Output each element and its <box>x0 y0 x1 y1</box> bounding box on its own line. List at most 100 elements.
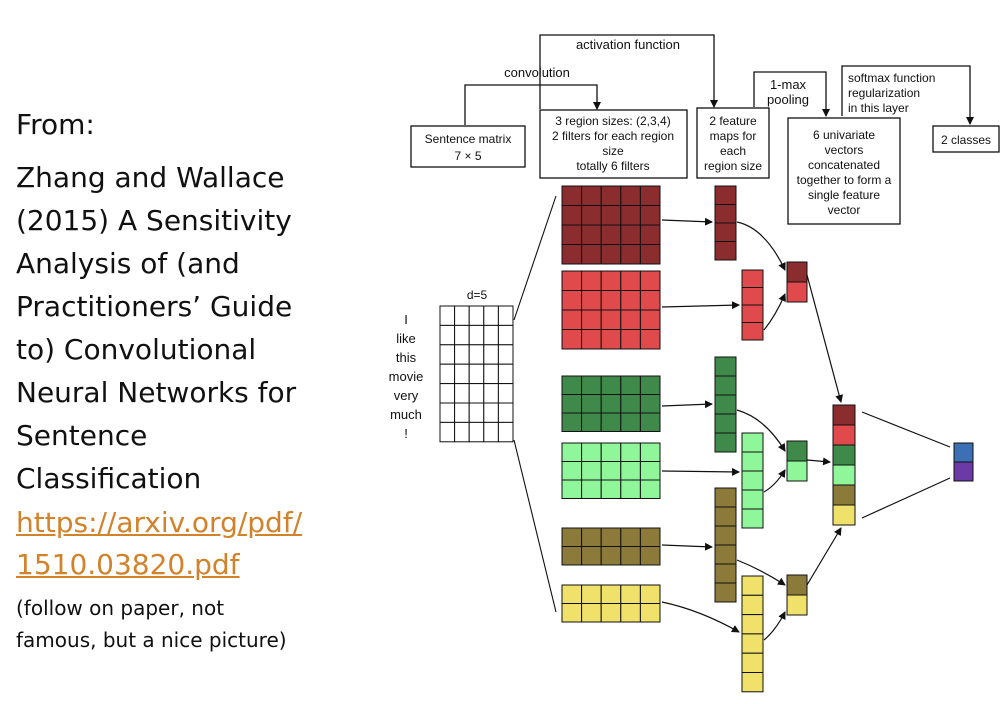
matrix-cell <box>454 421 470 443</box>
filter-cell <box>600 527 622 547</box>
filter-cell <box>600 290 622 311</box>
filter-cell <box>639 290 661 311</box>
feature-map-cell <box>741 575 764 596</box>
flow-arrows <box>661 217 951 641</box>
filter-cell <box>561 584 583 604</box>
filter-cell <box>581 603 602 623</box>
filter-cell <box>620 442 641 462</box>
feature-map-cell <box>741 489 764 510</box>
feature-map-cell <box>714 506 737 527</box>
matrix-dim-label: d=5 <box>467 288 488 302</box>
paper-link-line[interactable]: https://arxiv.org/pdf/ <box>16 506 303 539</box>
matrix-cell <box>497 305 514 326</box>
filter-cell <box>600 205 622 226</box>
filter-connectors <box>513 195 557 613</box>
output-cell <box>953 461 974 482</box>
feature-map-cell <box>714 241 737 261</box>
feature-map-cell <box>714 563 737 584</box>
box-text: 2 classes <box>941 133 991 147</box>
box-text: region size <box>704 159 762 173</box>
filter-cell <box>561 375 583 395</box>
filter-cell <box>561 603 583 623</box>
concat-cell <box>832 504 856 526</box>
pooled-cell <box>786 281 808 303</box>
filter-cell <box>561 479 583 499</box>
reference-line: Zhang and Wallace <box>16 161 285 194</box>
filter-cell <box>639 270 661 291</box>
pooling-label: pooling <box>767 92 809 107</box>
concatenated-vector <box>832 404 856 526</box>
softmax-label: softmax function <box>848 71 935 85</box>
filter-cell <box>639 244 661 265</box>
concat-to-output-line <box>861 411 951 448</box>
filter-cell <box>600 270 622 291</box>
filter-cell <box>600 603 622 623</box>
pooled-cell <box>786 440 808 462</box>
pool-to-concat-arrow <box>806 457 831 466</box>
filter-cell <box>561 527 583 547</box>
concat-to-output-line <box>861 477 951 519</box>
reference-line: Sentence <box>16 419 148 452</box>
matrix-cell <box>483 363 499 385</box>
filter-cell <box>600 394 622 414</box>
filter-cell <box>639 479 661 499</box>
reference-line: (2015) A Sensitivity <box>16 204 292 237</box>
filter-cell <box>620 224 641 245</box>
sentence-word: movie <box>389 369 424 384</box>
filter-cell <box>620 244 641 265</box>
filters <box>561 185 661 623</box>
filter-to-map-arrow <box>661 467 740 476</box>
matrix-cell <box>439 402 456 423</box>
sentence-words: I like this movie very much ! <box>389 312 424 441</box>
matrix-cell <box>483 402 499 423</box>
feature-map-cell <box>714 432 737 453</box>
filter-cell <box>581 329 602 350</box>
matrix-cell <box>483 383 499 404</box>
filter-cell <box>581 412 602 432</box>
reference-title: Zhang and Wallace (2015) A Sensitivity A… <box>16 156 361 500</box>
box-text: 3 region sizes: (2,3,4) <box>555 114 670 128</box>
univariate-box: 6 univariate vectors concatenated togeth… <box>787 117 901 225</box>
filter-to-map-arrow <box>661 400 713 409</box>
matrix-cell <box>468 324 485 346</box>
feature-map-cell <box>741 614 764 635</box>
filter-cell <box>620 375 641 395</box>
feature-map-cell <box>714 204 737 224</box>
box-text: 2 filters for each region <box>552 129 674 143</box>
concat-cell <box>832 424 856 446</box>
matrix-cell <box>454 344 470 365</box>
reference-line: to) Convolutional <box>16 333 257 366</box>
region-sizes-box: 3 region sizes: (2,3,4) 2 filters for ea… <box>539 109 688 179</box>
filter-cell <box>620 185 641 206</box>
filter-cell <box>561 224 583 245</box>
matrix-cell <box>454 363 470 385</box>
box-text: single feature <box>808 188 880 202</box>
filter-to-map-arrow <box>661 217 713 226</box>
filter-cell <box>561 185 583 206</box>
box-text: together to form a <box>797 173 892 187</box>
feature-map-cell <box>714 413 737 434</box>
filter-cell <box>561 442 583 462</box>
matrix-cell <box>497 324 514 346</box>
filter-cell <box>600 375 622 395</box>
feature-map-cell <box>714 222 737 242</box>
softmax-label: in this layer <box>848 101 909 115</box>
feature-map-cell <box>741 269 764 288</box>
paper-link-line[interactable]: 1510.03820.pdf <box>16 548 240 581</box>
matrix-cell <box>468 305 485 326</box>
filter-cell <box>639 584 661 604</box>
filter-cell <box>620 412 641 432</box>
filter-cell <box>600 185 622 206</box>
filter-cell <box>581 244 602 265</box>
filter-cell <box>581 461 602 481</box>
activation-label: activation function <box>576 37 680 52</box>
box-text: 2 feature <box>709 114 757 128</box>
box-text: size <box>602 144 624 158</box>
filter-cell <box>581 584 602 604</box>
paper-link[interactable]: https://arxiv.org/pdf/ 1510.03820.pdf <box>16 502 361 586</box>
box-text: totally 6 filters <box>576 159 649 173</box>
filter-cell <box>561 461 583 481</box>
matrix-cell <box>454 324 470 346</box>
filter-cell <box>620 270 641 291</box>
concat-cell <box>832 404 856 426</box>
